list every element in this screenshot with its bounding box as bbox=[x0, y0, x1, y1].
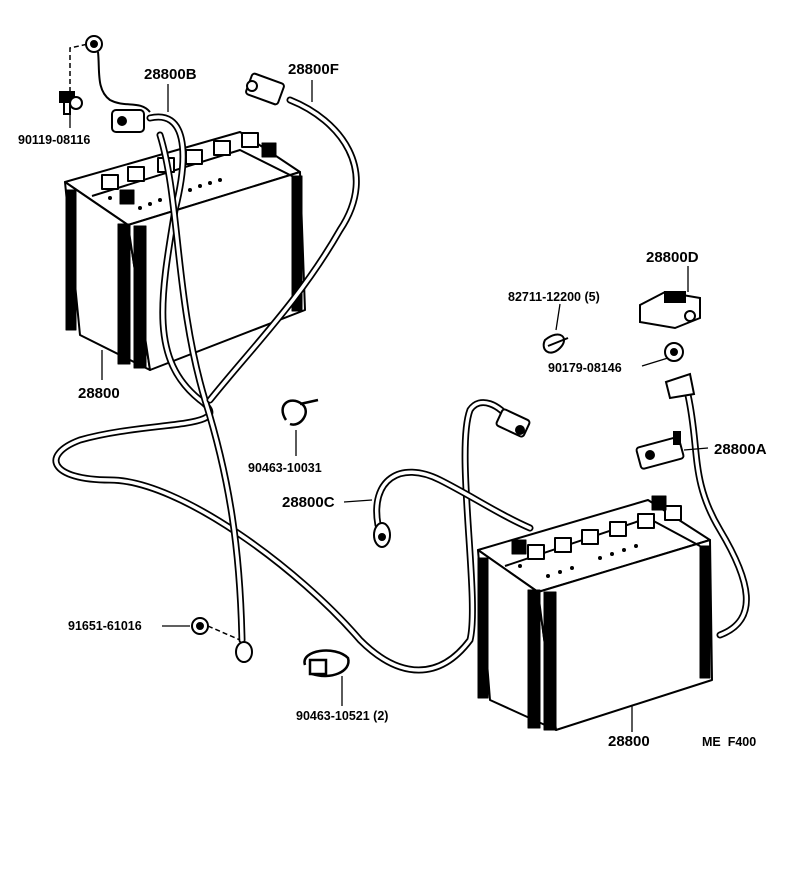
cable-c bbox=[373, 468, 534, 532]
battery-left bbox=[64, 131, 306, 371]
cable-f-connector bbox=[245, 72, 285, 106]
leader-nut-cable bbox=[207, 625, 241, 641]
label-90119-08116: 90119-08116 bbox=[18, 133, 91, 147]
cable-c-terminal bbox=[373, 522, 391, 548]
label-28800f: 28800F bbox=[288, 61, 339, 78]
cable-upper-connector bbox=[495, 408, 531, 438]
ground-lug bbox=[235, 641, 253, 663]
label-28800a: 28800A bbox=[714, 441, 767, 458]
label-90463-10521: 90463-10521 (2) bbox=[296, 709, 389, 723]
label-91651-61016: 91651-61016 bbox=[68, 619, 142, 633]
cable-a bbox=[684, 391, 750, 639]
nut-91651-61016 bbox=[191, 617, 209, 635]
ring-terminal bbox=[85, 35, 151, 113]
label-90463-10031: 90463-10031 bbox=[248, 461, 322, 475]
label-28800b: 28800B bbox=[144, 66, 197, 83]
battery-right bbox=[477, 495, 713, 731]
cable-a-terminal bbox=[635, 372, 696, 470]
cable-b-terminal bbox=[111, 109, 145, 133]
leader-bolt-ring bbox=[69, 43, 89, 92]
clamp-90463-10521 bbox=[303, 649, 350, 678]
leader-lines bbox=[69, 80, 709, 732]
label-82711-12200: 82711-12200 (5) bbox=[508, 290, 600, 304]
label-28800-left: 28800 bbox=[78, 385, 120, 402]
figure-code: ME F400 bbox=[702, 735, 757, 749]
cable-d-bracket bbox=[639, 290, 701, 330]
ground-cable bbox=[156, 131, 246, 644]
label-28800d: 28800D bbox=[646, 249, 699, 266]
label-28800c: 28800C bbox=[282, 494, 335, 511]
cable-f bbox=[206, 96, 360, 404]
label-90179-08146: 90179-08146 bbox=[548, 361, 622, 375]
nut-90179-08146 bbox=[664, 342, 684, 362]
clip-82711-12200 bbox=[542, 333, 569, 354]
label-28800-right: 28800 bbox=[608, 733, 650, 750]
clamp-90463-10031 bbox=[281, 398, 319, 426]
long-cable bbox=[52, 113, 514, 674]
bolt-90119-08116 bbox=[59, 91, 83, 115]
